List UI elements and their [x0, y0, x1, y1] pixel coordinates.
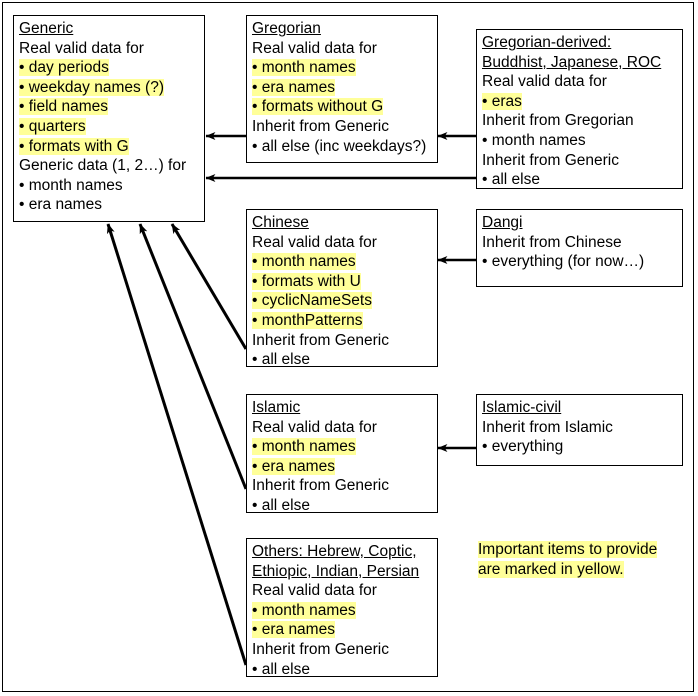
box-gregorian-line-3: • era names [252, 78, 335, 96]
box-others-title-1: Others: Hebrew, Coptic, [252, 543, 417, 560]
box-chinese-line-5: • monthPatterns [252, 311, 363, 329]
box-others[interactable]: Others: Hebrew, Coptic, Ethiopic, Indian… [246, 538, 438, 678]
box-gregorian-derived-line-4: Inherit from Gregorian [482, 112, 634, 130]
box-others-line-2: Real valid data for [252, 582, 377, 600]
box-islamic-title: Islamic [252, 399, 301, 416]
box-islamic-civil-line-1: Inherit from Islamic [482, 418, 613, 436]
box-islamic-line-3: • era names [252, 457, 335, 475]
box-islamic-civil-line-2: • everything [482, 438, 564, 456]
box-generic-line-8: • month names [19, 176, 123, 194]
box-gregorian-derived[interactable]: Gregorian-derived: Buddhist, Japanese, R… [476, 29, 683, 189]
box-islamic-line-2: • month names [252, 438, 356, 456]
box-dangi[interactable]: Dangi Inherit from Chinese • everything … [476, 209, 683, 287]
box-chinese-line-6: Inherit from Generic [252, 331, 389, 349]
box-chinese-line-3: • formats with U [252, 272, 361, 290]
box-gregorian-derived-line-7: • all else [482, 171, 540, 189]
box-gregorian-derived-title-2: Buddhist, Japanese, ROC [482, 53, 662, 71]
box-chinese-line-7: • all else [252, 351, 310, 369]
box-others-title-2: Ethiopic, Indian, Persian [252, 562, 420, 580]
box-gregorian[interactable]: Gregorian Real valid data for • month na… [246, 15, 438, 163]
box-gregorian-derived-line-2: Real valid data for [482, 73, 607, 91]
box-gregorian-derived-line-3: • eras [482, 92, 522, 110]
box-generic-line-6: • formats with G [19, 137, 129, 155]
box-chinese-line-1: Real valid data for [252, 233, 377, 251]
box-gregorian-derived-line-6: Inherit from Generic [482, 151, 619, 169]
legend-note: Important items to provide are marked in… [478, 540, 688, 579]
box-others-line-4: • era names [252, 621, 335, 639]
box-gregorian-line-6: • all else (inc weekdays?) [252, 137, 427, 155]
box-islamic-line-1: Real valid data for [252, 418, 377, 436]
box-gregorian-derived-title-1: Gregorian-derived: [482, 34, 612, 51]
box-islamic-line-4: Inherit from Generic [252, 477, 389, 495]
legend-note-line-2: are marked in yellow. [478, 560, 624, 578]
box-generic[interactable]: Generic Real valid data for • day period… [13, 15, 205, 222]
box-islamic-line-5: • all else [252, 496, 310, 514]
box-gregorian-line-5: Inherit from Generic [252, 117, 389, 135]
legend-note-line-1: Important items to provide [478, 541, 658, 558]
box-generic-line-1: Real valid data for [19, 39, 144, 57]
box-chinese[interactable]: Chinese Real valid data for • month name… [246, 209, 438, 369]
box-gregorian-derived-line-5: • month names [482, 131, 586, 149]
box-dangi-line-1: Inherit from Chinese [482, 233, 622, 251]
box-others-line-3: • month names [252, 601, 356, 619]
box-generic-line-2: • day periods [19, 59, 109, 77]
box-dangi-title: Dangi [482, 214, 523, 231]
box-dangi-line-2: • everything (for now…) [482, 253, 645, 271]
box-gregorian-title: Gregorian [252, 20, 321, 37]
box-chinese-line-4: • cyclicNameSets [252, 292, 372, 310]
box-others-line-5: Inherit from Generic [252, 640, 389, 658]
box-islamic[interactable]: Islamic Real valid data for • month name… [246, 394, 438, 514]
box-gregorian-line-2: • month names [252, 59, 356, 77]
box-generic-line-5: • quarters [19, 117, 86, 135]
box-gregorian-line-4: • formats without G [252, 98, 384, 116]
box-others-line-6: • all else [252, 660, 310, 678]
box-chinese-title: Chinese [252, 214, 309, 231]
box-generic-line-9: • era names [19, 196, 102, 214]
box-islamic-civil[interactable]: Islamic-civil Inherit from Islamic • eve… [476, 394, 683, 466]
box-generic-line-3: • weekday names (?) [19, 78, 164, 96]
box-islamic-civil-title: Islamic-civil [482, 399, 562, 416]
box-gregorian-line-1: Real valid data for [252, 39, 377, 57]
box-chinese-line-2: • month names [252, 253, 356, 271]
box-generic-line-7: Generic data (1, 2…) for [19, 157, 187, 175]
box-generic-title: Generic [19, 20, 74, 37]
box-generic-line-4: • field names [19, 98, 108, 116]
